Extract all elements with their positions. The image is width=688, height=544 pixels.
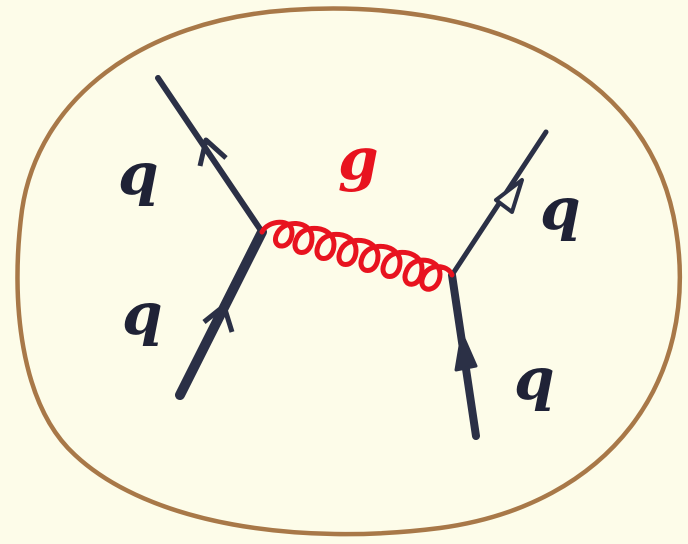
quark-label-top-right: q (540, 175, 581, 243)
gluon-label: g (338, 125, 379, 193)
gluon-line (259, 219, 455, 292)
arrow-right-in (454, 332, 478, 372)
quark-line-left-out (155, 75, 265, 235)
quark-label-bottom-right: q (514, 345, 555, 413)
arrow-left-out (197, 137, 228, 167)
quark-line-left-in (175, 227, 267, 400)
arrow-left-in (202, 303, 235, 333)
arrow-right-out (494, 178, 524, 214)
enclosing-oval (15, 6, 682, 537)
quark-label-top-left: q (118, 140, 159, 208)
quark-label-bottom-left: q (122, 280, 163, 348)
